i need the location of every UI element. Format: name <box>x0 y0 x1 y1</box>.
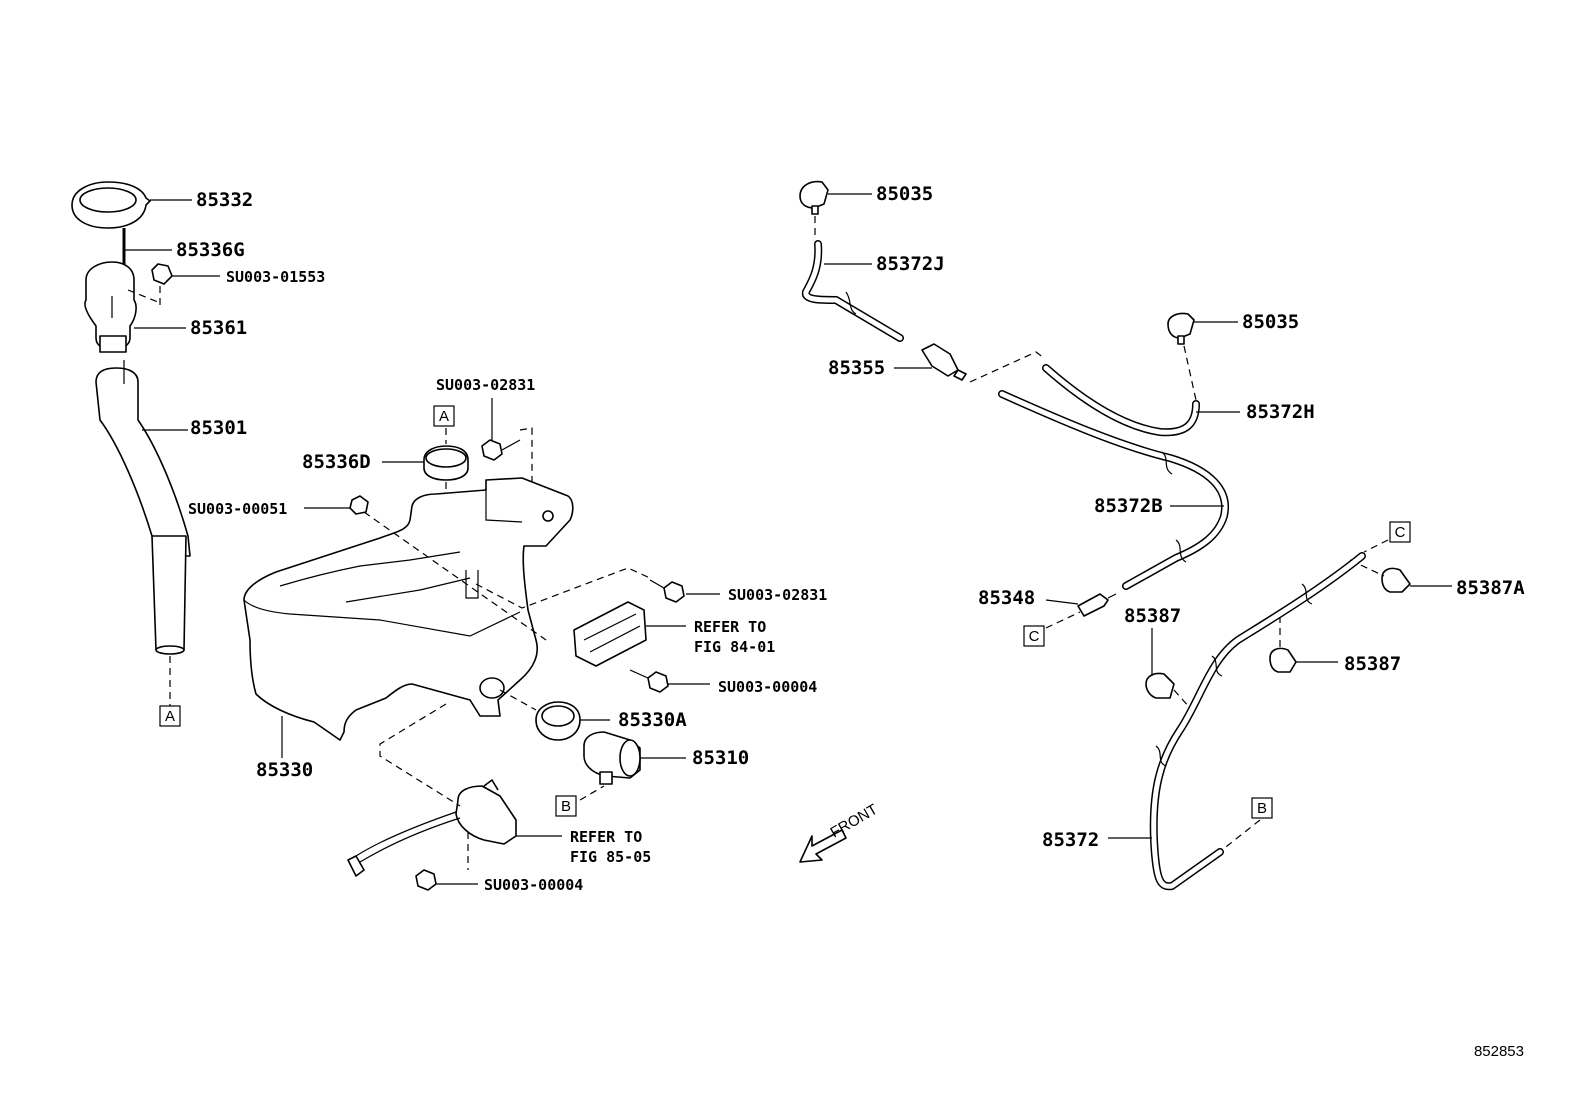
connector-label: C <box>1395 524 1406 541</box>
connector-box-c-right: C <box>1389 521 1411 543</box>
label-su003-02831-top: SU003-02831 <box>436 376 535 394</box>
washer-motor-85310 <box>583 731 641 785</box>
label-85348: 85348 <box>978 587 1035 609</box>
bolt-su003-00004-bottom <box>415 869 437 891</box>
clip-85387A <box>1381 567 1411 593</box>
label-su003-02831-right: SU003-02831 <box>728 586 827 604</box>
label-85387-left: 85387 <box>1124 605 1181 627</box>
label-fig-85-05: FIG 85-05 <box>570 848 651 866</box>
label-85332: 85332 <box>196 189 253 211</box>
level-sensor-refer-85-05 <box>347 779 517 877</box>
label-85372B: 85372B <box>1094 495 1163 517</box>
screw-su003-02831-right <box>649 579 685 603</box>
filler-neck-85361 <box>84 261 137 353</box>
front-arrow <box>799 829 847 863</box>
connector-box-c-left: C <box>1023 625 1045 647</box>
label-85336G: 85336G <box>176 239 245 261</box>
label-85372: 85372 <box>1042 829 1099 851</box>
label-refer-to-1: REFER TO <box>694 618 766 636</box>
hose-85372 <box>1149 552 1366 891</box>
joint-85348 <box>1077 593 1117 617</box>
label-refer-to-2: REFER TO <box>570 828 642 846</box>
connector-box-a-left: A <box>159 705 181 727</box>
figure-number: 852853 <box>1474 1043 1524 1060</box>
connector-label: B <box>1257 800 1267 817</box>
label-85372H: 85372H <box>1246 401 1315 423</box>
label-85355: 85355 <box>828 357 885 379</box>
screw-su003-01553 <box>151 263 220 285</box>
nut-su003-00051 <box>349 495 369 515</box>
grommet-85330A <box>535 701 581 741</box>
label-su003-00004-bottom: SU003-00004 <box>484 876 583 894</box>
connector-box-a-center: A <box>433 405 455 427</box>
label-85361: 85361 <box>190 317 247 339</box>
label-fig-84-01: FIG 84-01 <box>694 638 775 656</box>
grommet-85336D <box>423 445 469 481</box>
nozzle-85035-right <box>1167 312 1195 345</box>
label-su003-01553: SU003-01553 <box>226 268 325 286</box>
connector-box-b-center: B <box>555 795 577 817</box>
label-85372J: 85372J <box>876 253 945 275</box>
label-85301: 85301 <box>190 417 247 439</box>
connector-box-b-right: B <box>1251 797 1273 819</box>
nozzle-85035-left <box>799 180 829 215</box>
clip-85387-left <box>1145 672 1175 699</box>
connector-label: B <box>561 798 571 815</box>
label-85035-left: 85035 <box>876 183 933 205</box>
label-su003-00051: SU003-00051 <box>188 500 287 518</box>
label-su003-00004-right: SU003-00004 <box>718 678 817 696</box>
check-valve-85355 <box>921 343 967 381</box>
hose-85372H <box>1042 364 1200 437</box>
label-85387A: 85387A <box>1456 577 1525 599</box>
label-85310: 85310 <box>692 747 749 769</box>
bolt-su003-00004-right <box>629 669 669 693</box>
washer-tank-85330 <box>243 477 574 741</box>
filler-pipe-85301 <box>95 360 191 655</box>
label-85330: 85330 <box>256 759 313 781</box>
pump-connector-refer-84-01 <box>573 601 647 667</box>
connector-label: A <box>439 408 449 425</box>
label-85387-right: 85387 <box>1344 653 1401 675</box>
clip-85387-right <box>1269 647 1297 673</box>
filler-cap-85332 <box>71 181 151 229</box>
label-85330A: 85330A <box>618 709 687 731</box>
screw-su003-02831-top <box>481 439 521 461</box>
label-85336D: 85336D <box>302 451 371 473</box>
connector-label: A <box>165 708 175 725</box>
front-label: FRONT <box>828 801 881 842</box>
hose-85372J <box>801 240 904 342</box>
hose-85372B <box>998 390 1230 590</box>
connector-label: C <box>1029 628 1040 645</box>
label-85035-right: 85035 <box>1242 311 1299 333</box>
